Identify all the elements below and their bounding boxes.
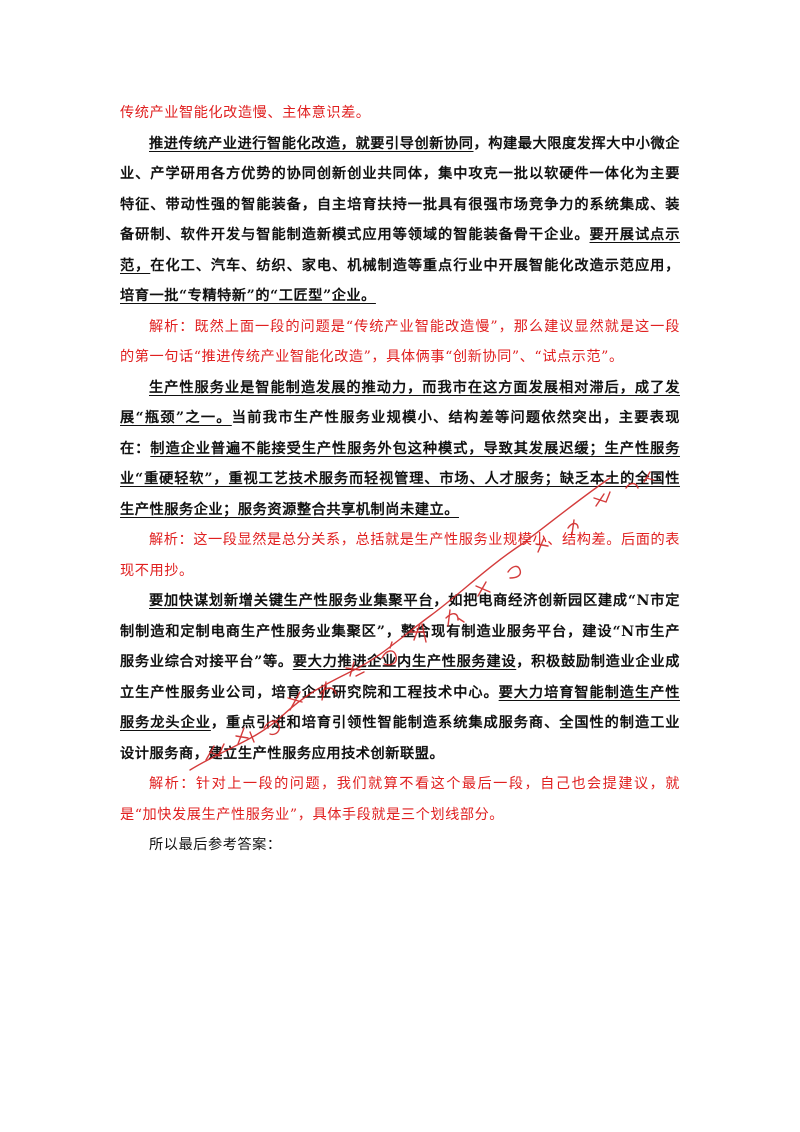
underlined-phrase: 制造企业普遍不能接受生产性服务外包这种模式，导致其发展迟缓；生产性服务业“重硬轻… bbox=[120, 440, 680, 518]
intro-problem-line: 传统产业智能化改造慢、主体意识差。 bbox=[120, 98, 680, 129]
paragraph-traditional-industry: 推进传统产业进行智能化改造，就要引导创新协同，构建最大限度发挥大中小微企业、产学… bbox=[120, 129, 680, 312]
underlined-phrase: 要开展试点示范， bbox=[120, 227, 680, 274]
paragraph-text: 当前我市生产性服务业规模小、结构差等问题依然突出，主要表现在： bbox=[120, 410, 680, 457]
analysis-note-1: 解析：既然上面一段的问题是“传统产业智能改造慢”，那么建议显然就是这一段的第一句… bbox=[120, 312, 680, 373]
analysis-text: 解析：针对上一段的问题，我们就算不看这个最后一段，自己也会提建议，就是“加快发展… bbox=[120, 776, 680, 823]
paragraph-text: 在化工、汽车、纺织、家电、机械制造等重点行业中开展智能化改造示范应用， bbox=[150, 257, 680, 274]
underlined-phrase: 生产性服务业是智能制造发展的推动力，而我市在这方面发展相对滞后，成了发展“瓶颈”… bbox=[120, 379, 680, 427]
paragraph-service-platforms: 要加快谋划新增关键生产性服务业集聚平台，如把电商经济创新园区建成“N市定制制造和… bbox=[120, 586, 680, 769]
underlined-phrase: 要大力推进企业内生产性服务建设 bbox=[292, 654, 517, 670]
analysis-text: 解析：这一段显然是总分关系，总括就是生产性服务业规模小、结构差。后面的表现不用抄… bbox=[120, 532, 680, 579]
underlined-phrase: 推进传统产业进行智能化改造，就要引导创新协同 bbox=[149, 135, 474, 152]
analysis-note-3: 解析：针对上一段的问题，我们就算不看这个最后一段，自己也会提建议，就是“加快发展… bbox=[120, 769, 680, 830]
closing-line: 所以最后参考答案： bbox=[120, 830, 680, 861]
paragraph-text: ，构建最大限度发挥大中小微企业、产学研用各方优势的协同创新创业共同体，集中攻克一… bbox=[120, 135, 681, 244]
document-body: 传统产业智能化改造慢、主体意识差。 推进传统产业进行智能化改造，就要引导创新协同… bbox=[120, 98, 680, 861]
closing-text: 所以最后参考答案： bbox=[149, 837, 282, 853]
paragraph-producer-services: 生产性服务业是智能制造发展的推动力，而我市在这方面发展相对滞后，成了发展“瓶颈”… bbox=[120, 373, 680, 526]
underlined-phrase: 培育一批“专精特新”的“工匠型”企业。 bbox=[120, 288, 376, 304]
underlined-phrase: 要加快谋划新增关键生产性服务业集聚平台 bbox=[149, 593, 434, 609]
intro-problem-text: 传统产业智能化改造慢、主体意识差。 bbox=[120, 105, 371, 121]
analysis-text: 解析：既然上面一段的问题是“传统产业智能改造慢”，那么建议显然就是这一段的第一句… bbox=[120, 318, 680, 366]
analysis-note-2: 解析：这一段显然是总分关系，总括就是生产性服务业规模小、结构差。后面的表现不用抄… bbox=[120, 525, 680, 586]
